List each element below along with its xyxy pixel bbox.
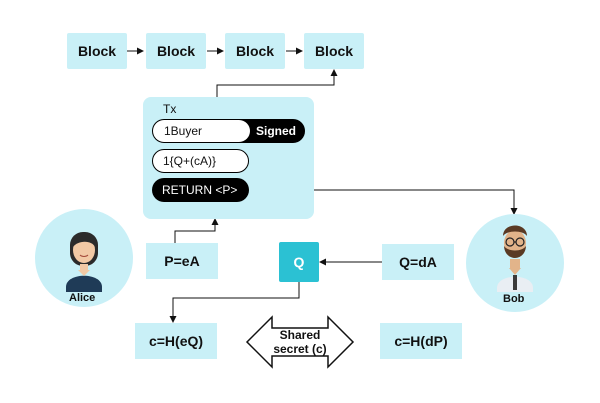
shared-secret-arrow <box>245 315 355 369</box>
alice-label: Alice <box>69 292 96 304</box>
c-left-box: c=H(eQ) <box>135 323 217 359</box>
return-output: RETURN <P> <box>152 178 249 202</box>
return-to-bob-arrow <box>249 189 518 215</box>
shared-secret-line2: secret (c) <box>273 342 327 356</box>
p-equation-box: P=eA <box>146 243 218 279</box>
q-output: 1{Q+(cA)} <box>152 149 249 173</box>
shared-secret-label: Shared secret (c) <box>268 328 332 356</box>
buyer-label: 1Buyer <box>153 120 250 142</box>
q-node: Q <box>279 242 319 282</box>
transaction-title: Tx <box>163 102 177 116</box>
shared-secret-line1: Shared <box>279 328 321 342</box>
tx-to-block-arrow <box>216 69 338 97</box>
bob-label: Bob <box>503 293 525 305</box>
block-4: Block <box>304 33 364 69</box>
block-2: Block <box>146 33 206 69</box>
c-right-box: c=H(dP) <box>380 323 462 359</box>
buyer-signed-output: 1Buyer Signed <box>152 119 305 143</box>
alice-figure <box>35 209 133 307</box>
p-to-tx-arrow <box>174 218 219 243</box>
q-equation-box: Q=dA <box>382 244 454 280</box>
q-to-c-left-arrow <box>169 282 300 323</box>
block-1: Block <box>67 33 127 69</box>
bob-figure <box>466 214 564 312</box>
block-3: Block <box>225 33 285 69</box>
signed-label: Signed <box>256 124 297 138</box>
